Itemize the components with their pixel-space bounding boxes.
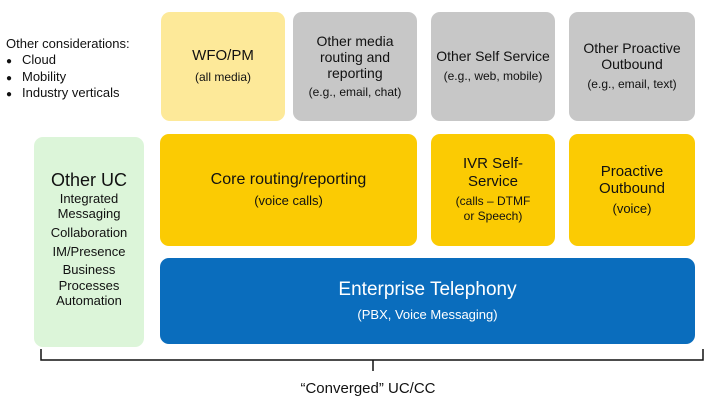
other-uc-box: Other UC Integrated Messaging Collaborat…	[34, 137, 144, 347]
enterprise-telephony-box: Enterprise Telephony (PBX, Voice Messagi…	[160, 258, 695, 344]
core-routing-box: Core routing/reporting (voice calls)	[160, 134, 417, 246]
proactive-outbound-title: Proactive Outbound	[599, 162, 665, 197]
enterprise-telephony-subtitle: (PBX, Voice Messaging)	[357, 306, 498, 322]
wfo-pm-box: WFO/PM (all media)	[161, 12, 285, 121]
considerations-list: ●Cloud ●Mobility ●Industry verticals	[6, 52, 130, 102]
bullet-icon: ●	[6, 56, 13, 68]
core-routing-subtitle: (voice calls)	[254, 192, 323, 208]
considerations-item: ●Mobility	[6, 68, 67, 84]
other-uc-title: Other UC	[50, 170, 128, 190]
other-media-box: Other media routing and reporting (e.g.,…	[293, 12, 417, 121]
ivr-title: IVR Self- Service	[462, 155, 523, 190]
other-proactive-subtitle: (e.g., email, text)	[587, 76, 677, 91]
other-considerations: Other considerations: ●Cloud ●Mobility ●…	[6, 36, 130, 102]
bracket-line	[40, 349, 704, 371]
other-uc-list: Integrated Messaging Collaboration IM/Pr…	[44, 191, 134, 309]
other-self-service-subtitle: (e.g., web, mobile)	[443, 68, 543, 83]
considerations-item: ●Cloud	[6, 52, 56, 68]
core-routing-title: Core routing/reporting	[210, 170, 367, 188]
other-uc-item: IM/Presence	[52, 243, 126, 259]
other-media-subtitle: (e.g., email, chat)	[308, 85, 402, 100]
wfo-pm-subtitle: (all media)	[194, 70, 251, 85]
ivr-self-service-box: IVR Self- Service (calls – DTMF or Speec…	[431, 134, 555, 246]
other-uc-item: Collaboration	[50, 224, 128, 240]
other-proactive-title: Other Proactive Outbound	[583, 40, 681, 72]
footer-label: “Converged” UC/CC	[0, 380, 720, 397]
other-uc-item: Integrated Messaging	[57, 190, 121, 222]
converged-label: “Converged” UC/CC	[300, 380, 436, 397]
considerations-heading: Other considerations:	[6, 36, 130, 51]
other-self-service-box: Other Self Service (e.g., web, mobile)	[431, 12, 555, 121]
considerations-item: ●Industry verticals	[6, 85, 120, 101]
ivr-subtitle: (calls – DTMF or Speech)	[455, 193, 531, 224]
other-proactive-box: Other Proactive Outbound (e.g., email, t…	[569, 12, 695, 121]
other-media-title: Other media routing and reporting	[316, 32, 394, 82]
proactive-outbound-subtitle: (voice)	[612, 201, 652, 217]
other-self-service-title: Other Self Service	[436, 48, 550, 65]
wfo-pm-title: WFO/PM	[192, 46, 254, 64]
bullet-icon: ●	[6, 89, 13, 101]
other-uc-item: Business Processes Automation	[56, 262, 122, 309]
enterprise-telephony-title: Enterprise Telephony	[338, 279, 517, 301]
bullet-icon: ●	[6, 72, 13, 84]
proactive-outbound-box: Proactive Outbound (voice)	[569, 134, 695, 246]
